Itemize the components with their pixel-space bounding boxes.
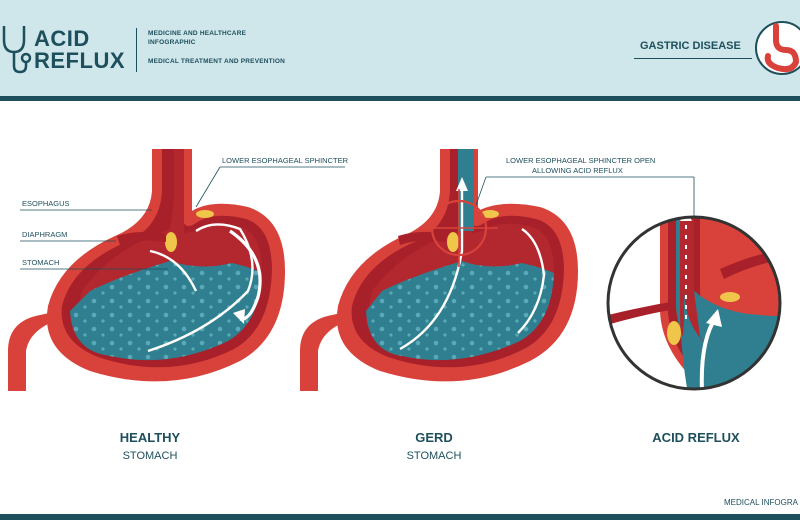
- title-line-2: REFLUX: [34, 48, 125, 73]
- healthy-caption-line-1: HEALTHY: [119, 430, 181, 445]
- footer-text: MEDICAL INFOGRA: [724, 498, 798, 507]
- les-open-label-line-2: ALLOWING ACID REFLUX: [532, 166, 623, 175]
- diaphragm-label: DIAPHRAGM: [22, 230, 67, 239]
- acid-reflux-caption: ACID REFLUX: [652, 430, 740, 445]
- category-underline: [634, 58, 752, 59]
- subtitle-line-1: MEDICINE AND HEALTHCARE: [148, 30, 247, 37]
- subtitle-line-3: MEDICAL TREATMENT AND PREVENTION: [148, 58, 286, 65]
- stomach-icon: [755, 21, 800, 75]
- gerd-caption-line-2: STOMACH: [406, 450, 462, 462]
- stomach-label: STOMACH: [22, 258, 59, 267]
- gerd-stomach-illustration: [300, 149, 578, 391]
- healthy-caption-line-2: STOMACH: [122, 450, 178, 462]
- subtitle-line-2: INFOGRAPHIC: [148, 39, 196, 46]
- esophagus-label: ESOPHAGUS: [22, 199, 70, 208]
- stomach-diagram: ESOPHAGUS DIAPHRAGM STOMACH LOWER ESOPHA…: [8, 149, 782, 391]
- footer-bar: [0, 514, 800, 520]
- gerd-caption-line-1: GERD: [415, 430, 453, 445]
- acid-reflux-closeup: [606, 215, 782, 391]
- title-line-1: ACID: [34, 26, 90, 51]
- header-banner: [0, 0, 800, 96]
- stethoscope-icon: [2, 26, 32, 74]
- lower-esophageal-sphincter-label: LOWER ESOPHAGEAL SPHINCTER: [222, 156, 349, 165]
- header-divider: [0, 96, 800, 101]
- header-separator: [136, 28, 137, 72]
- healthy-labels: [20, 166, 345, 270]
- les-open-label-line-1: LOWER ESOPHAGEAL SPHINCTER OPEN: [506, 156, 655, 165]
- healthy-stomach-illustration: [8, 149, 286, 391]
- category-label: GASTRIC DISEASE: [640, 40, 741, 52]
